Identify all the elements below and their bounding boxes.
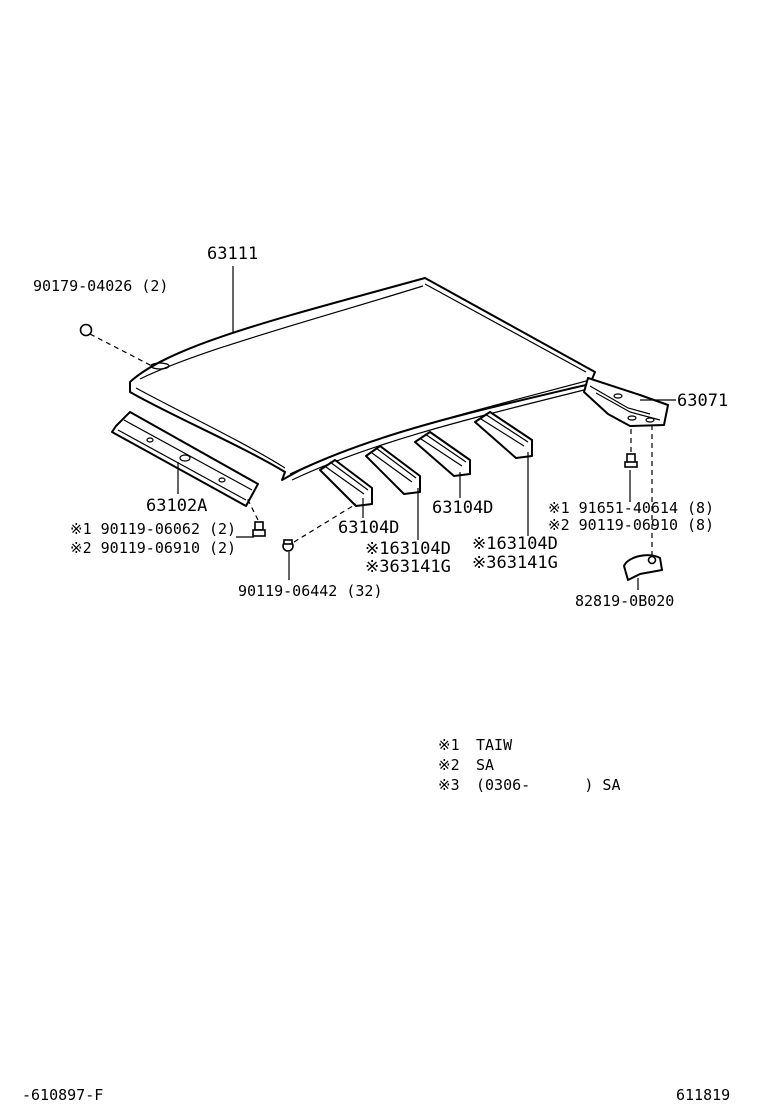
label-roof-screw: 90179-04026 (2): [33, 277, 168, 295]
roof-bow-b: [365, 445, 421, 495]
label-roof-panel: 63111: [207, 244, 258, 264]
label-bow-c: 63104D: [432, 498, 493, 518]
legend-text-3: (0306- ) SA: [476, 776, 621, 794]
label-bow-b-1: ※163104D: [365, 539, 451, 559]
side-screw: [282, 539, 294, 552]
label-front-header: 63102A: [146, 496, 207, 516]
label-front-screw-2: ※2 90119-06910 (2): [70, 539, 236, 557]
label-side-screw: 90119-06442 (32): [238, 582, 383, 600]
label-bow-a: 63104D: [338, 518, 399, 538]
label-bow-d-1: ※163104D: [472, 534, 558, 554]
roof-reinforcement: [583, 377, 669, 427]
roof-bow-c: [414, 431, 471, 477]
legend-mark-1: ※1: [438, 736, 460, 754]
legend: ※1 TAIW ※2 SA ※3 (0306- ) SA: [438, 736, 621, 794]
label-roof-reinforcement: 63071: [677, 391, 728, 411]
roof-bow-a: [319, 459, 373, 507]
label-rear-bolt-1: ※1 91651-40614 (8): [548, 499, 714, 517]
label-bow-d-2: ※363141G: [472, 553, 558, 573]
label-bow-b-2: ※363141G: [365, 557, 451, 577]
legend-mark-3: ※3: [438, 776, 460, 794]
legend-text-1: TAIW: [476, 736, 513, 754]
roof-bow-d: [474, 411, 533, 459]
front-screw: [252, 521, 266, 537]
footer-right-code: 611819: [676, 1086, 730, 1104]
roof-panel: [129, 277, 596, 481]
label-bracket: 82819-0B020: [575, 592, 674, 610]
bracket: [623, 554, 663, 581]
legend-text-2: SA: [476, 756, 494, 774]
rear-bolt: [624, 453, 638, 468]
label-front-screw-1: ※1 90119-06062 (2): [70, 520, 236, 538]
roof-screw: [79, 323, 93, 337]
footer-left-code: -610897-F: [22, 1086, 103, 1104]
label-rear-bolt-2: ※2 90119-06910 (8): [548, 516, 714, 534]
front-header-panel: [111, 411, 259, 507]
legend-mark-2: ※2: [438, 756, 460, 774]
